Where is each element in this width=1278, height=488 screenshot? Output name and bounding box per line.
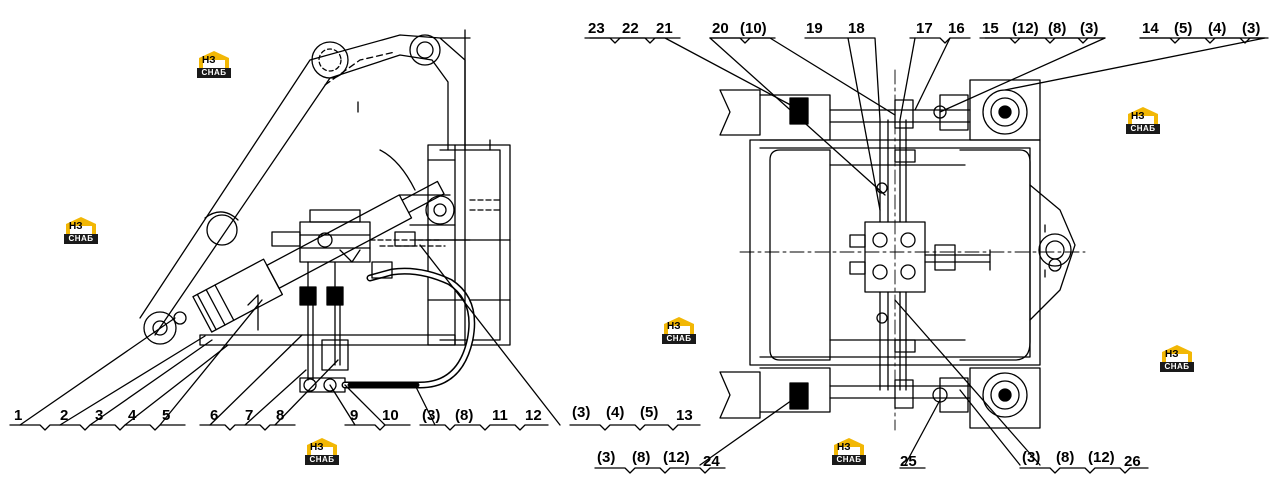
watermark-logo: НЗ СНАБ bbox=[662, 316, 696, 346]
watermark-logo: НЗ СНАБ bbox=[1126, 106, 1160, 136]
callout-19: 19 bbox=[806, 20, 823, 37]
callout-8-ref-b: (8) bbox=[1048, 20, 1067, 37]
callout-5-ref-c: (5) bbox=[1174, 20, 1193, 37]
callout-4: 4 bbox=[128, 407, 137, 424]
callout-26: 26 bbox=[1124, 453, 1141, 470]
callout-4-ref-b: (4) bbox=[606, 404, 625, 421]
callout-24: 24 bbox=[703, 453, 720, 470]
callout-12-ref-a: (12) bbox=[1012, 20, 1039, 37]
callout-15: 15 bbox=[982, 20, 999, 37]
callout-5: 5 bbox=[162, 407, 171, 424]
watermark-logo: НЗ СНАБ bbox=[197, 50, 231, 80]
watermark-logo: НЗ СНАБ bbox=[305, 437, 339, 467]
house-icon bbox=[834, 438, 864, 455]
callout-11: 11 bbox=[492, 407, 508, 424]
callout-3-ref-d: (3) bbox=[1242, 20, 1261, 37]
left-side-view bbox=[19, 29, 561, 426]
callout-6: 6 bbox=[210, 407, 219, 424]
callout-3-ref-c: (3) bbox=[1080, 20, 1099, 37]
right-top-view bbox=[589, 37, 1266, 466]
callout-3-ref-a: (3) bbox=[422, 407, 441, 424]
callout-1: 1 bbox=[14, 407, 23, 424]
callout-10: 10 bbox=[382, 407, 399, 424]
callout-2: 2 bbox=[60, 407, 69, 424]
callout-8-ref-a: (8) bbox=[455, 407, 474, 424]
house-icon bbox=[199, 51, 229, 68]
watermark-logo: НЗ СНАБ bbox=[1160, 344, 1194, 374]
house-icon bbox=[66, 217, 96, 234]
watermark-logo: НЗ СНАБ bbox=[832, 437, 866, 467]
callout-16: 16 bbox=[948, 20, 965, 37]
callout-14: 14 bbox=[1142, 20, 1159, 37]
callout-3-ref-f: (3) bbox=[1022, 449, 1041, 466]
callout-8: 8 bbox=[276, 407, 285, 424]
callout-22: 22 bbox=[622, 20, 639, 37]
callout-9: 9 bbox=[350, 407, 359, 424]
callout-12-ref-b: (12) bbox=[663, 449, 690, 466]
callout-13: 13 bbox=[676, 407, 693, 424]
callout-8-ref-d: (8) bbox=[1056, 449, 1075, 466]
callout-3: 3 bbox=[95, 407, 104, 424]
callout-7: 7 bbox=[245, 407, 254, 424]
callout-4-ref-c: (4) bbox=[1208, 20, 1227, 37]
house-icon bbox=[1162, 345, 1192, 362]
callout-10-ref: (10) bbox=[740, 20, 767, 37]
callout-5-ref-b: (5) bbox=[640, 404, 659, 421]
callout-23: 23 bbox=[588, 20, 605, 37]
callout-3-ref-e: (3) bbox=[597, 449, 616, 466]
callout-3-ref-b: (3) bbox=[572, 404, 591, 421]
house-icon bbox=[307, 438, 337, 455]
house-icon bbox=[1128, 107, 1158, 124]
callout-20: 20 bbox=[712, 20, 729, 37]
callout-12-ref-c: (12) bbox=[1088, 449, 1115, 466]
callout-25: 25 bbox=[900, 453, 917, 470]
callout-17: 17 bbox=[916, 20, 933, 37]
callout-21: 21 bbox=[656, 20, 673, 37]
callout-18: 18 bbox=[848, 20, 865, 37]
callout-12: 12 bbox=[525, 407, 542, 424]
house-icon bbox=[664, 317, 694, 334]
watermark-logo: НЗ СНАБ bbox=[64, 216, 98, 246]
callout-8-ref-c: (8) bbox=[632, 449, 651, 466]
